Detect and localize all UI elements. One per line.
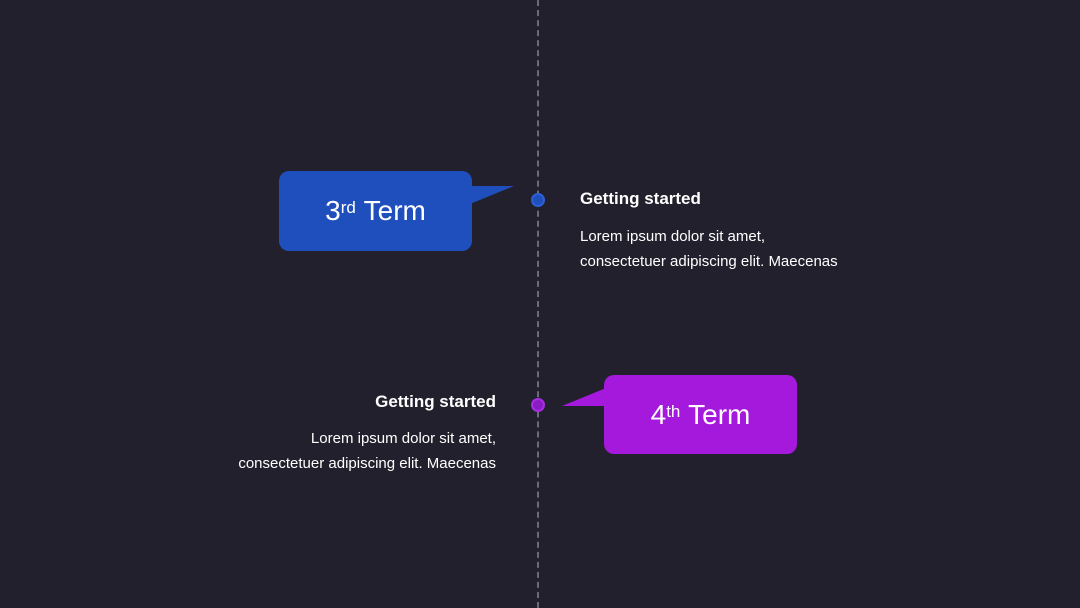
callout-pointer-4th (562, 388, 606, 406)
timeline-node-4th (531, 398, 545, 412)
entry-title-3rd: Getting started (580, 189, 701, 208)
entry-body-4th: Lorem ipsum dolor sit amet, consectetuer… (196, 426, 496, 476)
entry-body-3rd: Lorem ipsum dolor sit amet, consectetuer… (580, 224, 900, 274)
term-word: Term (688, 398, 751, 430)
entry-body-line: consectetuer adipiscing elit. Maecenas (580, 253, 838, 270)
entry-title-4th: Getting started (375, 392, 496, 411)
term-number: 3 (325, 195, 341, 226)
entry-body-line: consectetuer adipiscing elit. Maecenas (238, 455, 496, 472)
timeline-dashed-line (537, 0, 539, 608)
entry-body-line: Lorem ipsum dolor sit amet, (310, 430, 496, 447)
entry-body-line: Lorem ipsum dolor sit amet, (580, 228, 766, 245)
term-number: 4 (650, 398, 667, 430)
timeline-node-3rd (531, 193, 545, 207)
callout-pointer-3rd (470, 186, 514, 204)
term-word: Term (363, 195, 426, 226)
